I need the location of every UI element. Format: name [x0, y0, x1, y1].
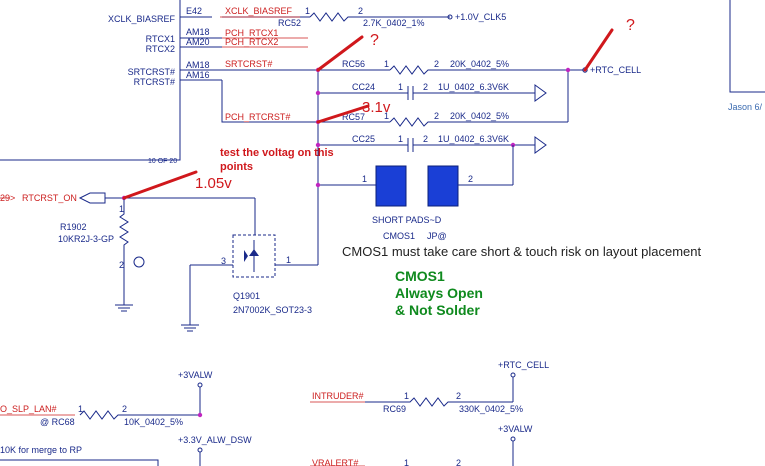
annotation-1-05v: 1.05v [195, 175, 232, 192]
pin-vralert-1: 1 [404, 458, 409, 466]
part-ref: 10 OF 20 [148, 158, 177, 165]
pin-cmos1-2: 2 [468, 174, 473, 184]
intruder-circuit: +RTC_CELL INTRUDER# 1 2 RC69 330K_0402_5… [310, 360, 549, 466]
rc56-ref: RC56 [342, 59, 365, 69]
pin-rc69-1: 1 [404, 391, 409, 401]
pin-rc57-2: 2 [434, 111, 439, 121]
annotation-strokes [122, 28, 614, 200]
pin-q1901-3: 3 [221, 256, 226, 266]
esd-icon [133, 256, 145, 268]
annotation-question-1: ? [370, 32, 379, 49]
pin-rc68-1: 1 [78, 404, 83, 414]
pin-rc56-1: 1 [384, 59, 389, 69]
pin-rtcx2: RTCX2 [146, 44, 175, 54]
ball-am18b: AM18 [186, 60, 210, 70]
slp-lan-circuit: +3VALW O_SLP_LAN# 1 2 @ RC68 10K_0402_5%… [0, 370, 252, 466]
net-rtcrst-on: RTCRST_ON [22, 193, 77, 203]
power-3v3-alw-dsw: +3.3V_ALW_DSW [178, 435, 252, 445]
rtcrst-on-circuit: 29> RTCRST_ON 1 R1902 10KR2J-3-GP 2 3 1 … [0, 192, 318, 332]
cmos-note-title: CMOS1 [395, 268, 445, 284]
pch-ic-block: XCLK_BIASREF RTCX1 RTCX2 SRTCRST# RTCRST… [0, 0, 222, 165]
ball-e42: E42 [186, 6, 202, 16]
net-vralert: VRALERT# [312, 458, 358, 466]
pin-rc69-2: 2 [456, 391, 461, 401]
r1902-ref: R1902 [60, 222, 87, 232]
pin-cc25-1: 1 [398, 134, 403, 144]
ball-am20: AM20 [186, 37, 210, 47]
merge-note: 10K for merge to RP [0, 445, 82, 455]
pin-rc52-1: 1 [305, 6, 310, 16]
power-rtc-cell-bottom: +RTC_CELL [498, 360, 549, 370]
rc52-ref: RC52 [278, 18, 301, 28]
rc69-value: 330K_0402_5% [459, 404, 523, 414]
cmos1-pad-right [427, 165, 459, 207]
pin-r1902-1: 1 [119, 204, 124, 214]
pin-xclk-biasref: XCLK_BIASREF [108, 14, 176, 24]
net-intruder: INTRUDER# [312, 391, 364, 401]
node-1v-clk5 [447, 14, 453, 20]
q1901-value: 2N7002K_SOT23-3 [233, 305, 312, 315]
annotation-test-line1: test the voltag on this [220, 147, 334, 159]
pin-r1902-2: 2 [119, 260, 124, 270]
jason-note: Jason 6/ [728, 102, 763, 112]
pin-cc24-1: 1 [398, 82, 403, 92]
cc24-value: 1U_0402_6.3V6K [438, 82, 509, 92]
cc25-ref: CC25 [352, 134, 375, 144]
cc24-ref: CC24 [352, 82, 375, 92]
pin-rc68-2: 2 [122, 404, 127, 414]
power-3valw-right: +3VALW [498, 424, 533, 434]
r1902-value: 10KR2J-3-GP [58, 234, 114, 244]
annotation-test-line2: points [220, 161, 253, 173]
annotation-3-1v: 3.1v [362, 99, 391, 116]
pin-rc56-2: 2 [434, 59, 439, 69]
rc56-value: 20K_0402_5% [450, 59, 509, 69]
rc57-value: 20K_0402_5% [450, 111, 509, 121]
cmos1-short-pads: 1 2 SHORT PADS~D CMOS1 JP@ [315, 145, 514, 241]
q1901-ref: Q1901 [233, 291, 260, 301]
short-pads-label: SHORT PADS~D [372, 215, 442, 225]
annotation-question-2: ? [626, 17, 635, 34]
rc57-ref: RC57 [342, 112, 365, 122]
power-1v-clk5: +1.0V_CLK5 [455, 12, 506, 22]
cmos-note-line2: Always Open [395, 285, 483, 301]
jp-label: JP@ [427, 231, 447, 241]
pin-cmos1-1: 1 [362, 174, 367, 184]
pin-rtcx1: RTCX1 [146, 34, 175, 44]
cc25-value: 1U_0402_6.3V6K [438, 134, 509, 144]
ball-am16: AM16 [186, 70, 210, 80]
pin-vralert-2: 2 [456, 458, 461, 466]
pin-rc52-2: 2 [358, 6, 363, 16]
srtcrst-circuit: SRTCRST# RC56 1 2 20K_0402_5% CC24 1 2 1… [222, 59, 641, 265]
xclk-circuit: XCLK_BIASREF 1 2 RC52 2.7K_0402_1% +1.0V… [220, 6, 506, 28]
power-rtc-cell-top: +RTC_CELL [590, 65, 641, 75]
rtcx-nets: PCH_RTCX1 PCH_RTCX2 [222, 28, 308, 48]
rc52-value: 2.7K_0402_1% [363, 18, 425, 28]
rc68-ref: @ RC68 [40, 417, 75, 427]
rtcrst-circuit: PCH_RTCRST# RC57 1 2 20K_0402_5% CC25 1 … [221, 80, 568, 154]
net-slp-lan: O_SLP_LAN# [0, 404, 57, 414]
net-pch-rtcx2: PCH_RTCX2 [225, 37, 278, 47]
power-3valw-left: +3VALW [178, 370, 213, 380]
rc68-value: 10K_0402_5% [124, 417, 183, 427]
cmos-note-line3: & Not Solder [395, 302, 480, 318]
layout-note: CMOS1 must take care short & touch risk … [342, 244, 701, 259]
right-partial-block: Jason 6/ [728, 0, 765, 112]
cmos1-pad-left [375, 165, 407, 207]
net-pch-rtcx1: PCH_RTCX1 [225, 28, 278, 38]
pin-q1901-1: 1 [286, 255, 291, 265]
net-xclk-biasref: XCLK_BIASREF [225, 6, 293, 16]
pin-cc24-2: 2 [423, 82, 428, 92]
pin-rtcrst: RTCRST# [134, 77, 175, 87]
rc69-ref: RC69 [383, 404, 406, 414]
pin-srtcrst: SRTCRST# [128, 67, 175, 77]
pin-cc25-2: 2 [423, 134, 428, 144]
pin-rc57-1: 1 [384, 111, 389, 121]
net-pch-rtcrst: PCH_RTCRST# [225, 112, 290, 122]
net-srtcrst: SRTCRST# [225, 59, 272, 69]
ball-am18a: AM18 [186, 27, 210, 37]
cmos1-ref: CMOS1 [383, 231, 415, 241]
